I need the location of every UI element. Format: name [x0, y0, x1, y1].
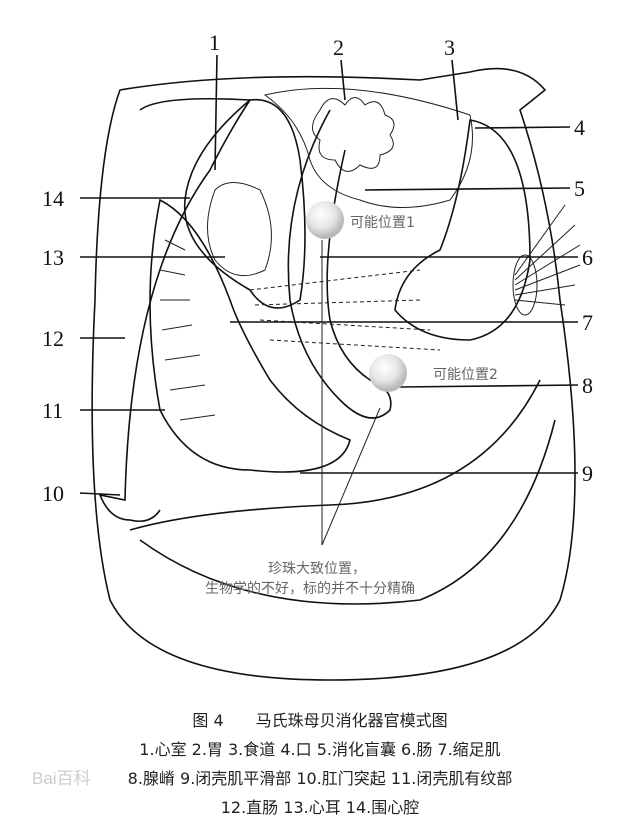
annotation-position-1: 可能位置1 [350, 215, 415, 231]
pearl-marker-1 [306, 201, 344, 239]
pearl-pointer-lines [321, 240, 381, 546]
pericardium [183, 98, 306, 309]
label-6: 6 [582, 245, 593, 270]
caption-title: 图 4 马氏珠母贝消化器官模式图 [192, 711, 448, 730]
label-2: 2 [333, 35, 344, 60]
label-11: 11 [42, 398, 63, 423]
retractor-fibers [249, 269, 441, 351]
foot [394, 119, 531, 341]
label-8: 8 [582, 373, 593, 398]
label-13: 13 [42, 245, 64, 270]
label-9: 9 [582, 461, 593, 486]
label-10: 10 [42, 481, 64, 506]
label-12: 12 [42, 326, 64, 351]
digestive-gland [263, 87, 473, 208]
label-7: 7 [582, 310, 593, 335]
caption-line-3: 12.直肠 13.心耳 14.围心腔 [220, 798, 420, 817]
label-5: 5 [574, 176, 585, 201]
heart-ventricle [207, 182, 272, 277]
intestine [287, 109, 392, 419]
label-1: 1 [209, 30, 220, 55]
annotation-note-1: 珍珠大致位置， [268, 561, 366, 577]
mantle-lower [129, 379, 556, 605]
annotation-position-2: 可能位置2 [433, 367, 498, 383]
label-4: 4 [574, 115, 585, 140]
label-14: 14 [42, 186, 64, 211]
watermark-logo: Bai百科 [32, 769, 91, 788]
caption-line-2: 8.腺嵴 9.闭壳肌平滑部 10.肛门突起 11.闭壳肌有纹部 [127, 769, 513, 788]
leader-lines [79, 54, 579, 496]
diagram: 1 2 3 4 5 6 7 8 9 10 11 12 13 14 可能位置1 可… [42, 30, 593, 681]
mantle-inner [98, 97, 252, 523]
shell-outline [91, 67, 576, 681]
label-3: 3 [444, 35, 455, 60]
byssus [512, 204, 581, 316]
caption-line-1: 1.心室 2.胃 3.食道 4.口 5.消化盲囊 6.肠 7.缩足肌 [139, 740, 501, 759]
annotation-note-2: 生物学的不好，标的并不十分精确 [205, 581, 415, 597]
adductor-muscle [149, 198, 351, 473]
stomach [312, 97, 395, 172]
muscle-striations [159, 239, 216, 421]
pearl-marker-2 [369, 354, 407, 392]
